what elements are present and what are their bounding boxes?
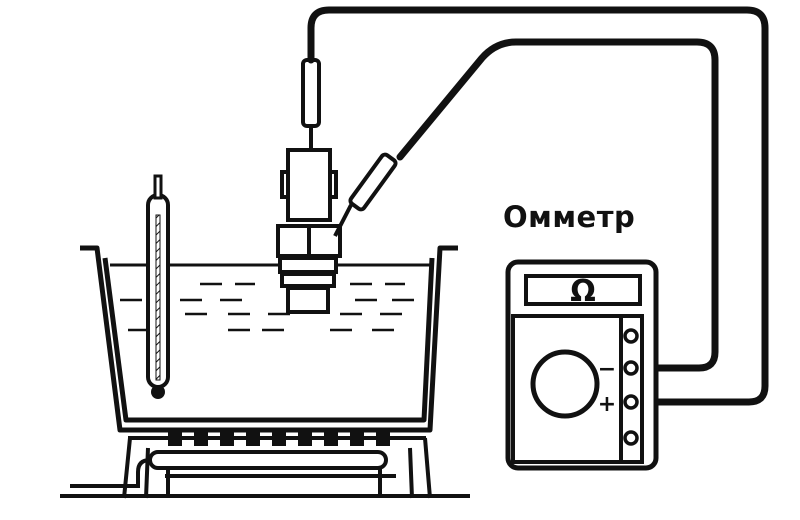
test-leads bbox=[307, 6, 769, 406]
water-tank bbox=[80, 245, 458, 433]
probe-left bbox=[301, 58, 321, 152]
terminal-minus-label: − bbox=[598, 357, 616, 382]
burner bbox=[60, 428, 470, 499]
ohm-display-symbol: Ω bbox=[570, 274, 596, 309]
thermometer bbox=[146, 174, 170, 399]
ohmmeter bbox=[505, 259, 659, 471]
terminal-plus-label: + bbox=[598, 392, 616, 417]
water-surface bbox=[110, 263, 430, 332]
ohmmeter-label: Омметр bbox=[503, 200, 636, 234]
probe-right bbox=[333, 152, 398, 237]
temperature-sensor bbox=[276, 148, 342, 314]
